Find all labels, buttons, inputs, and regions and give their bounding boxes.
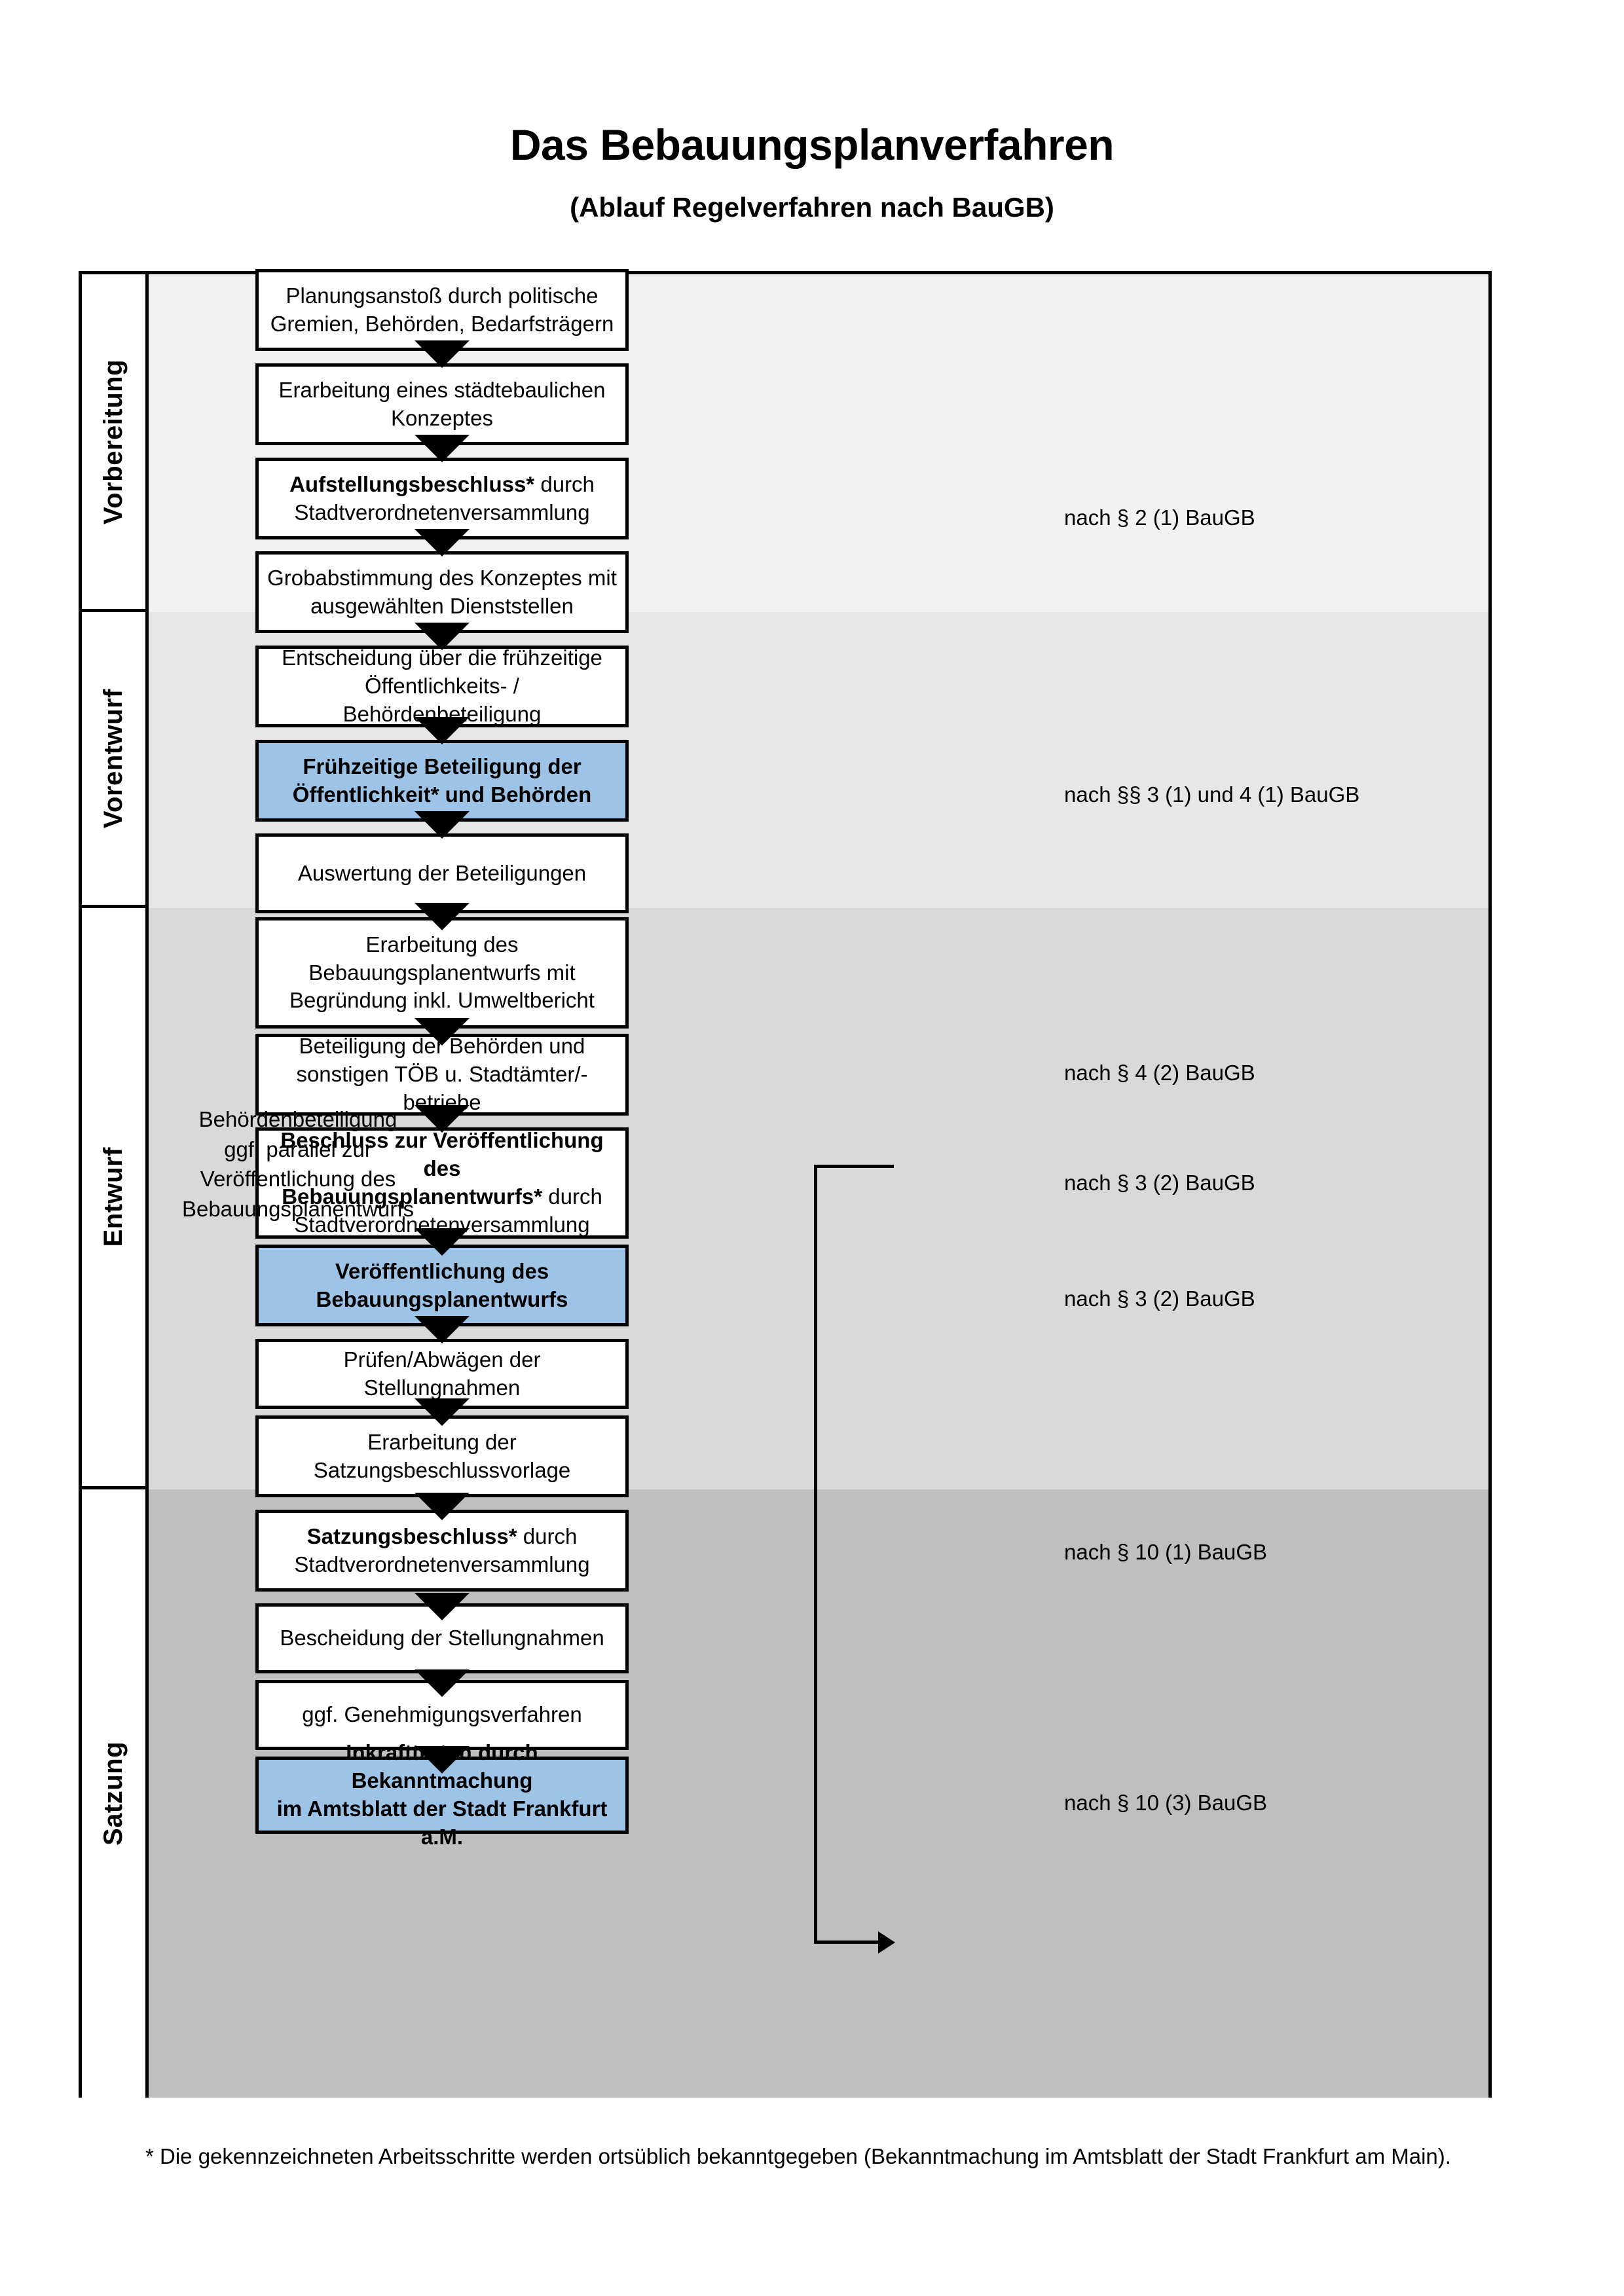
legal-ref-ref-par10-3: nach § 10 (3) BauGB [1064, 1791, 1268, 1815]
legal-ref-ref-par10-1: nach § 10 (1) BauGB [1064, 1540, 1268, 1564]
legal-ref-ref-par2-1: nach § 2 (1) BauGB [1064, 505, 1255, 530]
flow-node-text: Auswertung der Beteiligungen [297, 860, 587, 885]
legal-ref-ref-par3-4-1: nach §§ 3 (1) und 4 (1) BauGB [1064, 782, 1360, 807]
footnote: * Die gekennzeichneten Arbeitsschritte w… [145, 2144, 1451, 2168]
flow-node-text: ggf. Genehmigungsverfahren [302, 1702, 582, 1727]
phase-label-text: Vorbereitung [99, 359, 128, 524]
phase-label-vorentwurf: Vorentwurf [82, 612, 149, 908]
phase-label-satzung: Satzung [82, 1489, 149, 2098]
phase-label-text: Vorentwurf [99, 688, 128, 829]
bypass-connector-vertical [814, 1165, 817, 1944]
page-title: Das Bebauungsplanverfahren [509, 120, 1115, 169]
flow-arrow-1 [415, 340, 470, 368]
flow-arrow-6 [415, 811, 470, 839]
flow-node-auswertung[interactable]: Auswertung der Beteiligungen [255, 833, 629, 913]
legal-ref-ref-par3-2-a: nach § 3 (2) BauGB [1064, 1171, 1255, 1195]
phase-label-entwurf: Entwurf [82, 908, 149, 1489]
flow-arrow-7 [415, 903, 470, 930]
page-subtitle: (Ablauf Regelverfahren nach BauGB) [570, 192, 1054, 223]
flow-arrow-2 [415, 435, 470, 462]
flow-arrow-15 [415, 1669, 470, 1697]
side-note-behoerdenbeteiligung: Behördenbeteiligung ggf. parallel zur Ve… [181, 1107, 415, 1221]
flow-arrow-5 [415, 717, 470, 744]
legal-ref-ref-par3-2-b: nach § 3 (2) BauGB [1064, 1286, 1255, 1311]
flow-arrow-9 [415, 1105, 470, 1133]
phase-label-text: Satzung [99, 1741, 128, 1846]
flow-node-pruefen-abwaegen[interactable]: Prüfen/Abwägen der Stellungnahmen [255, 1339, 629, 1409]
flow-arrow-4 [415, 623, 470, 650]
bypass-connector-arrowhead [878, 1931, 895, 1954]
bypass-connector-top [814, 1165, 894, 1168]
phase-label-text: Entwurf [99, 1147, 128, 1247]
flow-arrow-14 [415, 1593, 470, 1620]
flow-arrow-3 [415, 529, 470, 556]
flow-node-text: Bescheidung der Stellungnahmen [280, 1626, 604, 1650]
flow-arrow-12 [415, 1398, 470, 1426]
title-block: Das Bebauungsplanverfahren (Ablauf Regel… [0, 123, 1624, 221]
flow-arrow-13 [415, 1493, 470, 1520]
phase-label-vorbereitung: Vorbereitung [82, 274, 149, 612]
legal-ref-ref-par4-2: nach § 4 (2) BauGB [1064, 1061, 1255, 1085]
bypass-connector-bottom [814, 1941, 879, 1944]
flow-arrow-10 [415, 1228, 470, 1256]
flow-arrow-11 [415, 1316, 470, 1343]
flow-arrow-8 [415, 1018, 470, 1046]
flow-node-text: Prüfen/Abwägen der Stellungnahmen [343, 1347, 541, 1400]
flow-arrow-16 [415, 1746, 470, 1774]
